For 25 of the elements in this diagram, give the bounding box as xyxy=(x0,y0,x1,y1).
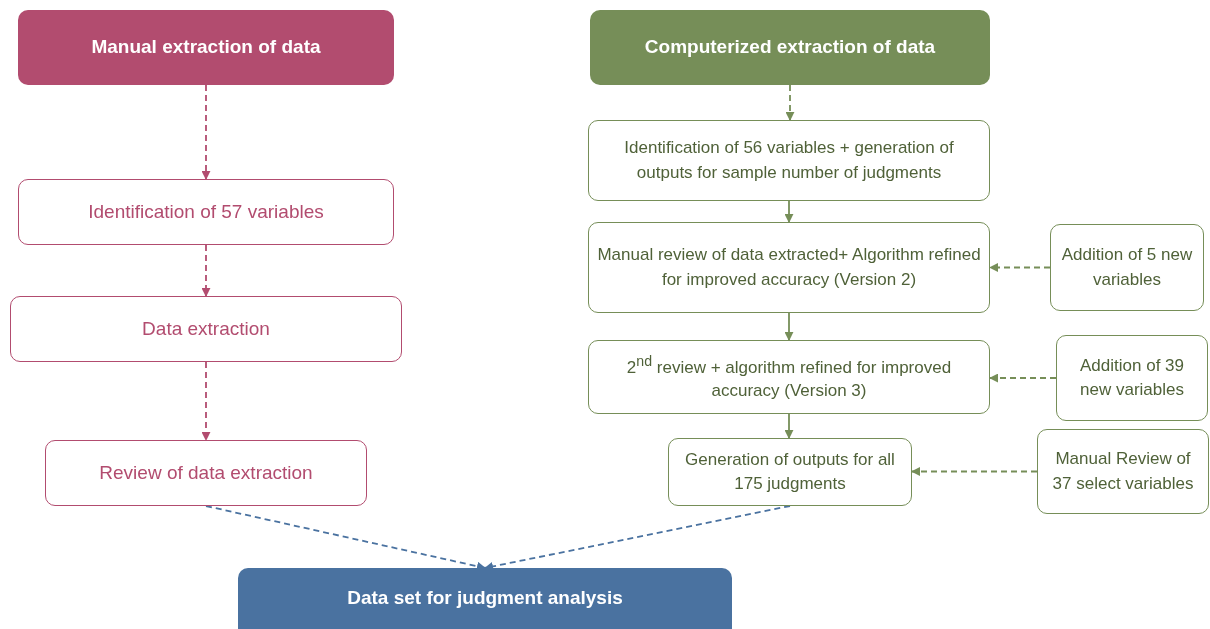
process-box: Data extraction xyxy=(10,296,402,362)
process-box: Review of data extraction xyxy=(45,440,367,506)
process-box: Addition of 5 new variables xyxy=(1050,224,1204,311)
arrow xyxy=(911,467,1038,476)
arrow xyxy=(484,505,791,571)
process-box: Identification of 56 variables + generation of outputs for sample number of judgments xyxy=(588,120,990,201)
arrow xyxy=(989,373,1057,383)
header-box: Computerized extraction of data xyxy=(590,10,990,85)
header-box: Data set for judgment analysis xyxy=(238,568,732,629)
arrow xyxy=(201,361,211,441)
process-box: Generation of outputs for all 175 judgments xyxy=(668,438,912,506)
process-box: Addition of 39 new variables xyxy=(1056,335,1208,421)
process-box: 2$^{nd}$ review + algorithm refined for improved accuracy (Version 3) xyxy=(588,340,990,414)
arrow xyxy=(785,84,795,121)
process-box: Manual review of data extracted+ Algorithm refined for improved accuracy (Version 2) xyxy=(588,222,990,313)
arrow xyxy=(205,505,486,571)
arrow xyxy=(784,413,794,439)
arrow xyxy=(784,200,794,223)
header-box: Manual extraction of data xyxy=(18,10,394,85)
arrow xyxy=(784,312,794,341)
arrow xyxy=(201,244,211,297)
process-box: Identification of 57 variables xyxy=(18,179,394,245)
arrow xyxy=(201,84,211,180)
arrow xyxy=(989,263,1051,272)
process-box: Manual Review of 37 select variables xyxy=(1037,429,1209,514)
